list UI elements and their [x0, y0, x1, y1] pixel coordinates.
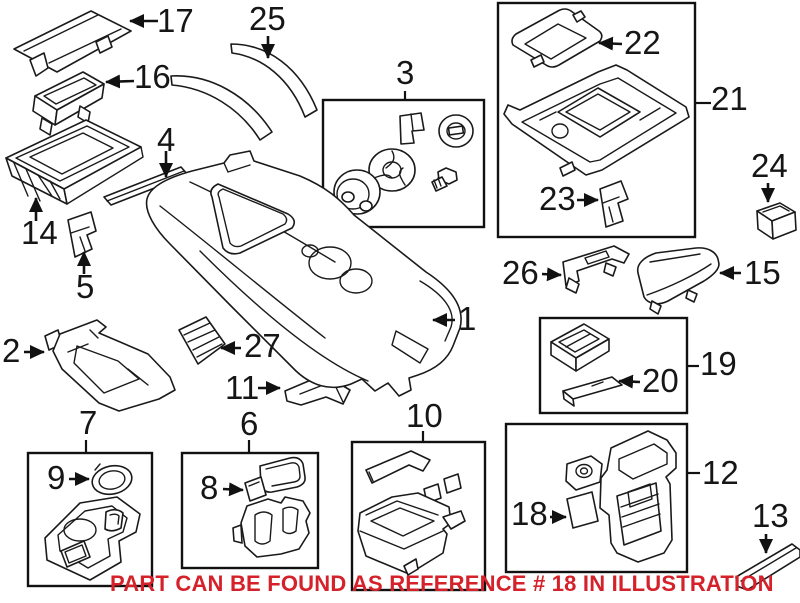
callout-16: 16 [134, 58, 171, 95]
callout-23: 23 [539, 180, 576, 217]
part-8-liner [244, 456, 306, 502]
callout-12: 12 [702, 454, 739, 491]
callout-22: 22 [624, 24, 661, 61]
callout-11: 11 [225, 369, 260, 406]
part-24-cap [756, 202, 797, 240]
group-box-21-top-plate [496, 1, 697, 239]
callout-21: 21 [711, 80, 748, 117]
part-18-plate [566, 491, 599, 529]
part-12-rear-panel [599, 430, 677, 563]
part-23-bracket [599, 180, 629, 228]
callout-13: 13 [752, 497, 789, 534]
group-box-3-knob-kit [321, 98, 486, 229]
callout-10: 10 [406, 397, 443, 434]
group-box-12 [504, 422, 689, 574]
group-box-19 [538, 316, 689, 415]
callout-2: 2 [2, 332, 21, 369]
part-19-vent [550, 323, 610, 372]
callout-14: 14 [21, 214, 58, 251]
part-22-shifter-frame [511, 8, 603, 68]
callout-18: 18 [511, 495, 548, 532]
callout-24: 24 [751, 147, 788, 184]
part-7-bin [44, 496, 141, 581]
part-20-tray [562, 376, 623, 407]
part-25-side-trim [170, 43, 318, 141]
part-5-bracket [67, 211, 97, 258]
callout-5: 5 [76, 268, 95, 305]
callout-20: 20 [642, 362, 679, 399]
callout-8: 8 [200, 469, 219, 506]
callout-4: 4 [157, 121, 176, 158]
callout-arrows [24, 14, 775, 554]
part-26-clip [562, 245, 630, 294]
part-6-cup-holder [232, 496, 311, 558]
part-1-center-console [145, 150, 462, 397]
group-box-7 [26, 451, 154, 588]
callout-7: 7 [79, 404, 98, 441]
part-17-lid [13, 10, 132, 77]
part-10-compartment [357, 492, 466, 576]
callout-1: 1 [458, 300, 477, 337]
group-box-10 [350, 440, 487, 592]
part-27-grille [178, 316, 226, 365]
callout-26: 26 [502, 254, 539, 291]
callout-19: 19 [700, 345, 737, 382]
callout-27: 27 [244, 327, 281, 364]
part-21-plate [503, 64, 690, 177]
part-15-armrest-lid [636, 247, 720, 315]
part-13-strip [735, 543, 800, 591]
part-2-support-frame [44, 319, 176, 412]
part-12-knob [565, 455, 603, 491]
part-14-storage-tray [5, 119, 144, 205]
callout-6: 6 [240, 405, 259, 442]
callout-15: 15 [744, 254, 781, 291]
callout-17: 17 [157, 2, 194, 39]
callout-25: 25 [249, 0, 286, 37]
part-16-tray [32, 71, 105, 136]
callout-9: 9 [47, 459, 66, 496]
part-9-ring [91, 463, 133, 496]
reference-note: PART CAN BE FOUND AS REFERENCE # 18 IN I… [110, 571, 774, 596]
callout-3: 3 [396, 54, 415, 91]
group-box-6 [180, 451, 320, 570]
